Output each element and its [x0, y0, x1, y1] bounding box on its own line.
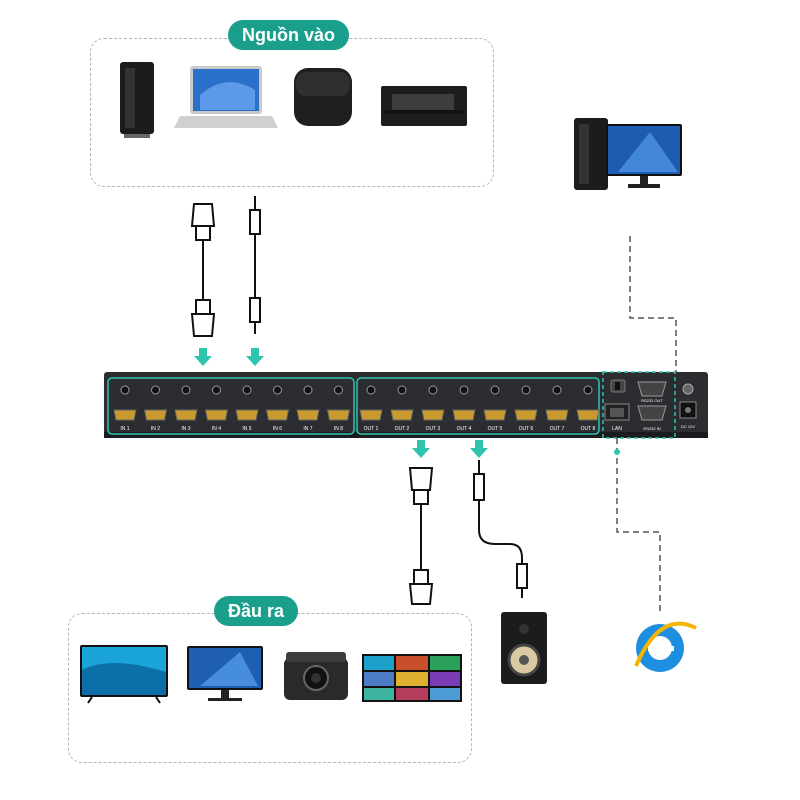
- pc-control-icon: [574, 118, 682, 190]
- hdmi-cable-input: [190, 203, 216, 337]
- output-hdmi-port: [421, 409, 445, 421]
- input-source-label: Nguồn vào: [228, 20, 349, 50]
- output-hdmi-port: [483, 409, 507, 421]
- input-port-label: IN 1: [120, 426, 129, 432]
- hdmi-cable-output: [408, 467, 434, 605]
- output-audio-jack: [459, 385, 469, 395]
- output-hdmi-port: [452, 409, 476, 421]
- input-hdmi-port: [326, 409, 351, 421]
- audio-cable-output: [473, 460, 528, 598]
- input-port-label: IN 4: [212, 426, 221, 432]
- audio-cable-input: [249, 196, 261, 334]
- output-audio-jack: [428, 385, 438, 395]
- output-audio-jack: [552, 385, 562, 395]
- output-audio-jack: [583, 385, 593, 395]
- output-port-label: OUT 2: [395, 426, 410, 432]
- input-port-label: IN 2: [151, 426, 160, 432]
- power-switch: [610, 379, 626, 393]
- input-audio-jack: [273, 385, 282, 395]
- output-audio-jack: [366, 385, 376, 395]
- output-port-label: OUT 5: [488, 426, 503, 432]
- rs232-out-port: [637, 381, 667, 397]
- output-port-label: OUT 3: [426, 426, 441, 432]
- output-port-label: OUT 6: [519, 426, 534, 432]
- input-port-label: IN 3: [181, 426, 190, 432]
- output-port-label: OUT 1: [364, 426, 379, 432]
- input-audio-jack: [242, 385, 252, 395]
- rs232-out-label: RS232 OUT: [641, 398, 663, 403]
- desktop-pc-icon: [120, 62, 154, 138]
- tv-icon: [80, 645, 168, 704]
- lan-connection-dot: [614, 449, 620, 455]
- monitor-icon: [187, 646, 263, 701]
- rs232-in-label: RS232 IN: [643, 426, 660, 431]
- ground-screw: [682, 383, 694, 395]
- arrow-down-icon: [194, 348, 212, 366]
- input-audio-jack: [212, 385, 221, 395]
- input-audio-jack: [151, 385, 160, 395]
- output-hdmi-port: [359, 409, 383, 421]
- control-link-lan: [616, 438, 661, 612]
- output-audio-jack: [490, 385, 500, 395]
- av-receiver-icon: [381, 86, 467, 126]
- arrow-down-icon: [470, 440, 488, 458]
- output-port-label: OUT 8: [581, 426, 596, 432]
- input-port-label: IN 8: [334, 426, 343, 432]
- output-port-label: OUT 7: [550, 426, 565, 432]
- input-audio-jack: [181, 385, 191, 395]
- input-port-label: IN 7: [303, 426, 312, 432]
- laptop-icon: [174, 66, 278, 128]
- browser-icon: [634, 621, 697, 672]
- input-port-label: IN 6: [273, 426, 282, 432]
- output-hdmi-port: [576, 409, 600, 421]
- input-hdmi-port: [296, 409, 320, 421]
- projector-icon: [284, 652, 348, 700]
- output-hdmi-port: [514, 409, 538, 421]
- input-audio-jack: [120, 385, 130, 395]
- tv-box-icon: [294, 68, 352, 126]
- output-hdmi-port: [545, 409, 569, 421]
- output-label: Đầu ra: [214, 596, 299, 626]
- arrow-down-icon: [412, 440, 430, 458]
- speaker-icon: [501, 612, 547, 684]
- input-hdmi-port: [113, 409, 137, 421]
- input-hdmi-port: [174, 409, 198, 421]
- lan-port: [604, 403, 630, 421]
- output-hdmi-port: [390, 409, 414, 421]
- input-audio-jack: [334, 385, 343, 395]
- input-port-label: IN 5: [242, 426, 251, 432]
- dc-power-port: [679, 401, 697, 419]
- lan-label: LAN: [612, 426, 622, 432]
- output-port-label: OUT 4: [457, 426, 472, 432]
- video-wall-icon: [362, 654, 462, 702]
- input-hdmi-port: [204, 409, 229, 421]
- rs232-in-port: [637, 405, 667, 421]
- output-audio-jack: [397, 385, 407, 395]
- output-audio-jack: [521, 385, 531, 395]
- arrow-down-icon: [246, 348, 264, 366]
- input-hdmi-port: [143, 409, 168, 421]
- input-hdmi-port: [235, 409, 259, 421]
- input-audio-jack: [303, 385, 313, 395]
- dc-power-label: DC 12V: [681, 424, 695, 429]
- input-hdmi-port: [265, 409, 290, 421]
- control-link-rs232: [629, 236, 677, 372]
